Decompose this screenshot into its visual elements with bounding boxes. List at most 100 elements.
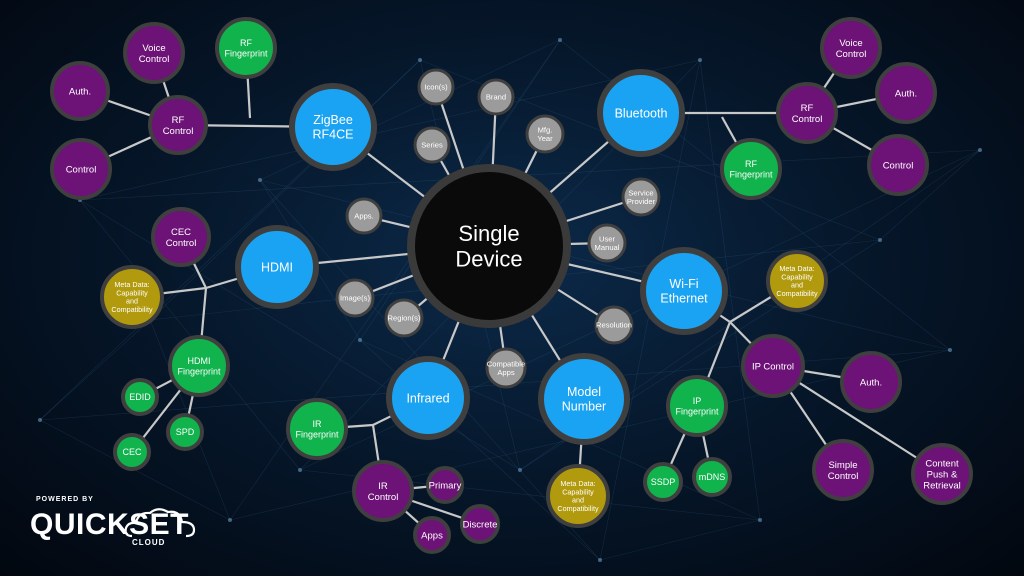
node-auth_r: Auth.	[875, 62, 937, 124]
background-dot	[598, 558, 602, 562]
node-auth_ip: Auth.	[840, 351, 902, 413]
background-link	[879, 149, 981, 241]
node-circle-auth_ip	[840, 351, 902, 413]
node-ssdp: SSDP	[643, 462, 683, 502]
node-circle-center	[407, 164, 571, 328]
node-circle-ipctl	[741, 334, 805, 398]
node-auth_l: Auth.	[50, 61, 110, 121]
background-link	[229, 39, 561, 521]
background-link	[149, 59, 421, 321]
node-ipctl: IP Control	[741, 334, 805, 398]
node-circle-compat	[485, 347, 527, 389]
node-primary_ir: Primary	[426, 466, 464, 504]
node-circle-meta_hdmi	[100, 265, 164, 329]
node-series: Series	[413, 126, 451, 164]
node-circle-simple	[812, 439, 874, 501]
background-dot	[358, 338, 362, 342]
node-circle-discrete	[460, 504, 500, 544]
background-dot	[298, 468, 302, 472]
node-circle-meta_model	[546, 464, 610, 528]
quickset-cloud-logo: POWERED BY QUICKSET CLOUD	[22, 496, 196, 556]
quickset-wordmark: QUICKSET	[30, 508, 190, 541]
cloud-sublabel: CLOUD	[132, 538, 166, 547]
node-circle-rf_r	[776, 82, 838, 144]
node-circle-wifi	[640, 247, 728, 335]
node-circle-apps_ir	[413, 516, 451, 554]
node-cec: CEC	[113, 433, 151, 471]
node-circle-irfp	[286, 398, 348, 460]
node-circle-hdmi	[235, 225, 319, 309]
background-link	[599, 519, 761, 561]
background-dot	[518, 468, 522, 472]
node-circle-content	[911, 443, 973, 505]
node-circle-zigbee	[289, 83, 377, 171]
node-brand: Brand	[477, 78, 515, 116]
background-dot	[558, 38, 562, 42]
background-link	[79, 59, 701, 201]
node-circle-rffp_r	[720, 138, 782, 200]
node-circle-edid	[121, 378, 159, 416]
node-circle-bluetooth	[597, 69, 685, 157]
node-circle-mfg	[525, 114, 565, 154]
background-dot	[418, 58, 422, 62]
node-circle-resolution	[594, 305, 634, 345]
node-hdmi: HDMI	[235, 225, 319, 309]
node-circle-voice_r	[820, 17, 882, 79]
node-infrared: Infrared	[386, 356, 470, 440]
background-link	[79, 199, 301, 471]
node-circle-irctl	[352, 460, 414, 522]
node-spd: SPD	[166, 413, 204, 451]
background-dot	[38, 418, 42, 422]
background-dot	[978, 148, 982, 152]
node-edid: EDID	[121, 378, 159, 416]
node-circle-manual	[587, 223, 627, 263]
background-dot	[698, 58, 702, 62]
node-circle-series	[413, 126, 451, 164]
node-mfg: Mfg.Year	[525, 114, 565, 154]
background-dot	[258, 178, 262, 182]
node-circle-rf_l	[148, 95, 208, 155]
node-discrete: Discrete	[460, 504, 500, 544]
node-mdns: mDNS	[692, 457, 732, 497]
node-bluetooth: Bluetooth	[597, 69, 685, 157]
node-circle-cec_ctl	[151, 207, 211, 267]
node-circle-primary_ir	[426, 466, 464, 504]
node-circle-region	[384, 298, 424, 338]
edge-ipctl-content	[772, 365, 943, 475]
node-circle-spd	[166, 413, 204, 451]
node-circle-images	[335, 278, 375, 318]
node-images: Image(s)	[335, 278, 375, 318]
node-circle-mdns	[692, 457, 732, 497]
background-dot	[878, 238, 882, 242]
node-circle-apps	[345, 197, 383, 235]
node-circle-auth_l	[50, 61, 110, 121]
cloud-icon	[124, 508, 196, 538]
node-circle-hdmifp	[168, 335, 230, 397]
node-circle-voice_l	[123, 22, 185, 84]
background-dot	[758, 518, 762, 522]
powered-by-label: POWERED BY	[36, 496, 94, 503]
node-circle-icons	[417, 68, 455, 106]
background-dot	[228, 518, 232, 522]
background-link	[699, 59, 761, 521]
node-icons: Icon(s)	[417, 68, 455, 106]
